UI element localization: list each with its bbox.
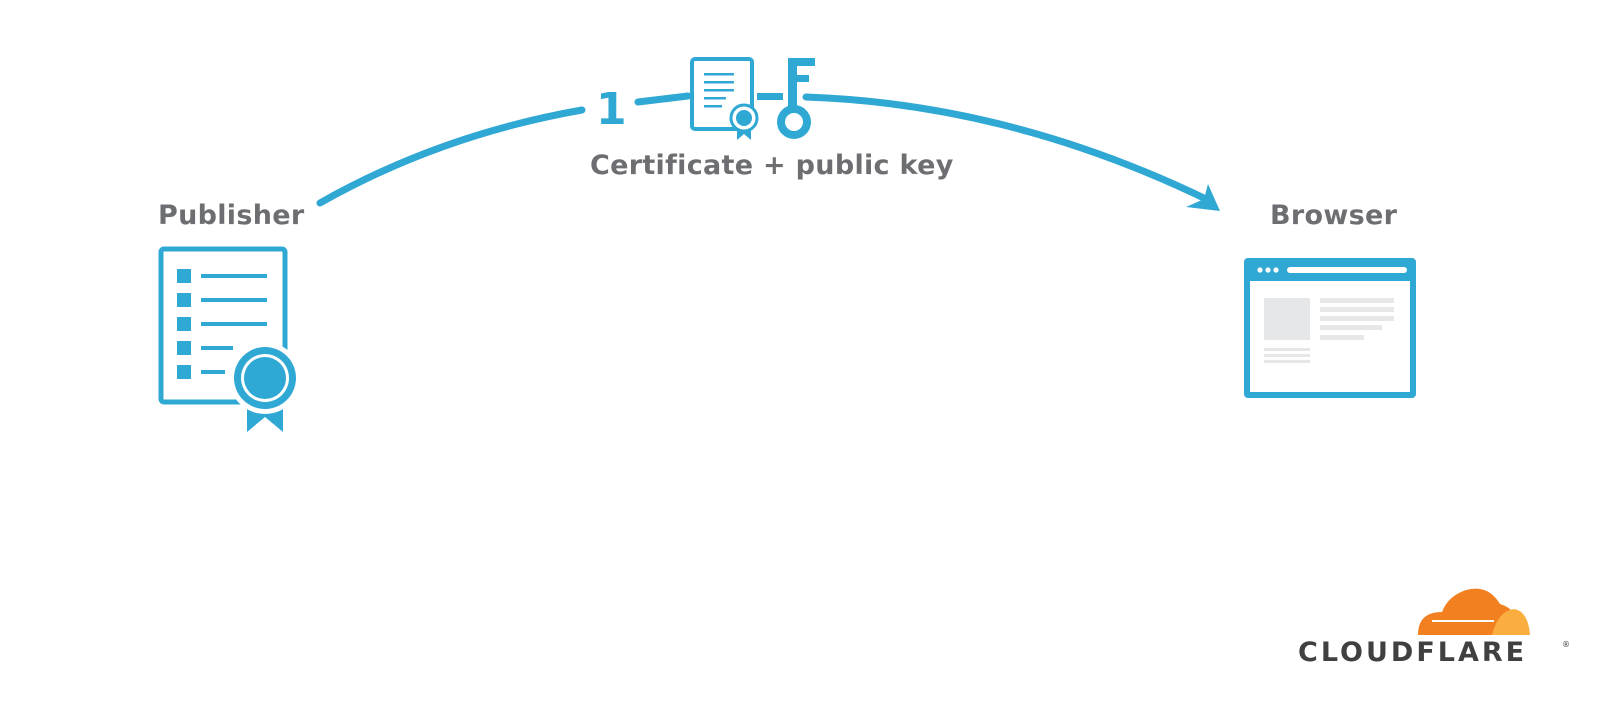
- payload-label: Certificate + public key: [590, 150, 954, 181]
- publisher-label: Publisher: [158, 200, 305, 231]
- transfer-arc-mid: [634, 92, 692, 106]
- browser-label: Browser: [1270, 200, 1398, 231]
- certificate-icon: [690, 57, 759, 140]
- logo-trademark: ®: [1562, 640, 1570, 649]
- transfer-arc-left: [316, 106, 586, 207]
- logo-wordmark: CLOUDFLARE: [1298, 637, 1528, 668]
- browser-window-icon: [1244, 258, 1416, 398]
- key-icon: [777, 58, 815, 139]
- transfer-arc-right: [802, 93, 1212, 204]
- document-with-ribbon-icon: [158, 246, 301, 432]
- connector-line: [757, 93, 783, 100]
- arrowhead-icon: [1186, 184, 1220, 211]
- cloud-logo-icon: [1418, 588, 1530, 635]
- step-number: 1: [596, 84, 627, 135]
